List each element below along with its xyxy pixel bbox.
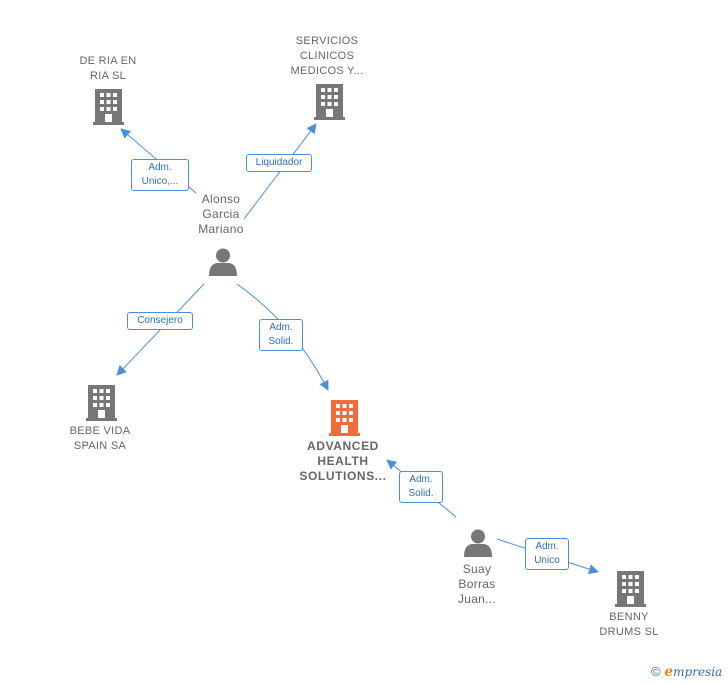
edge-label-adm-unico: Adm. Unico,...	[131, 159, 189, 191]
brand-footer: © empresia	[651, 664, 722, 680]
building-icon[interactable]	[314, 84, 345, 120]
node-label-benny[interactable]: BENNY DRUMS SL	[599, 611, 659, 638]
node-label-bebe[interactable]: BEBE VIDA SPAIN SA	[69, 425, 131, 452]
copyright-symbol: ©	[651, 664, 661, 679]
edge-label-adm-solid: Adm. Solid.	[399, 471, 443, 503]
person-icon[interactable]	[464, 529, 492, 558]
node-label-advanced[interactable]: ADVANCED HEALTH SOLUTIONS...	[299, 439, 387, 483]
person-icon[interactable]	[209, 248, 237, 277]
node-label-suay[interactable]: Suay Borras Juan...	[457, 562, 497, 606]
edge-label-consejero: Consejero	[127, 312, 193, 330]
building-icon[interactable]	[86, 385, 117, 421]
node-label-de-ria[interactable]: DE RIA EN RIA SL	[79, 55, 137, 82]
edge-label-liquidador: Liquidador	[246, 154, 312, 172]
edge-label-adm-solid: Adm. Solid.	[259, 319, 303, 351]
brand-logo: empresia	[664, 664, 723, 680]
node-label-servicios[interactable]: SERVICIOS CLINICOS MEDICOS Y...	[290, 35, 364, 77]
building-icon[interactable]	[615, 571, 646, 607]
node-label-alonso[interactable]: Alonso Garcia Mariano	[198, 192, 244, 236]
building-icon[interactable]	[329, 400, 360, 436]
edge-label-adm-unico: Adm. Unico	[525, 538, 569, 570]
building-icon[interactable]	[93, 89, 124, 125]
